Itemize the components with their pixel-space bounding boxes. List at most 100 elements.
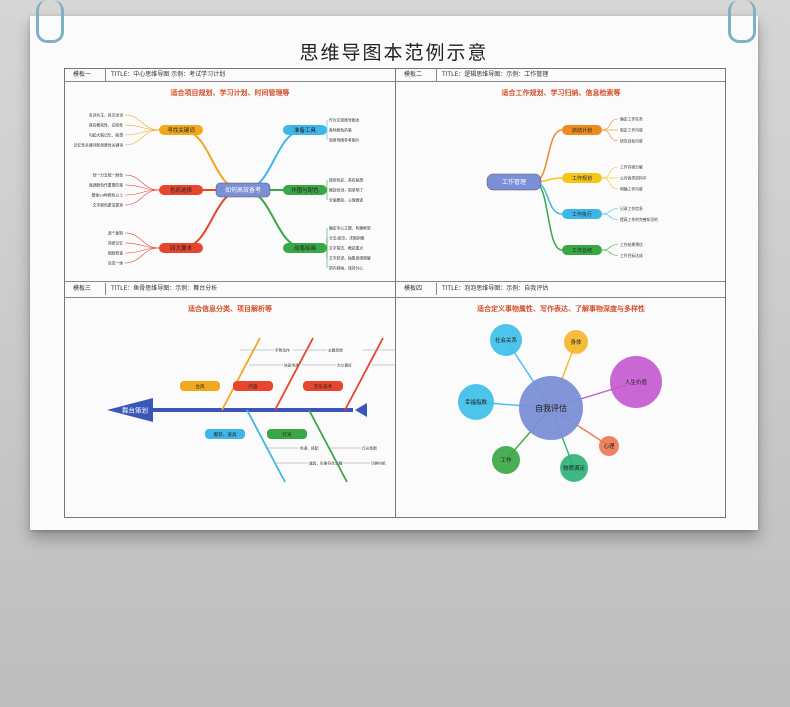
bubble-label: 物质满足: [563, 464, 586, 472]
bone-label-node: [233, 381, 273, 391]
note-text: 文字颜色更深更亮: [93, 203, 124, 208]
note-connector: [601, 249, 619, 256]
fish-bone: [221, 337, 261, 411]
note-text: 大众喜好: [337, 363, 352, 368]
branch-4-node: [159, 243, 203, 253]
bubble-svg: 社会关系身体人生价值心理物质满足工作幸福指数自我评估: [458, 324, 662, 482]
note-text: 勾起大脑记忆、联想: [89, 133, 123, 138]
note-connector: [124, 114, 160, 131]
branch-3-node: [562, 245, 602, 255]
panel-bubble: 适合定义事物属性、写作表达、了解事物深度与多样性 社会关系身体人生价值心理物质满…: [396, 298, 726, 498]
central-topic-node: [215, 182, 271, 198]
note-text: 工作结果预估: [620, 242, 643, 247]
note-text: 自成一体: [108, 261, 123, 266]
note-connector: [601, 118, 619, 131]
note-text: 作为文思维导图本: [329, 118, 360, 123]
note-connector: [601, 208, 619, 215]
note-text: 概括性词，简单明了: [329, 188, 363, 193]
fish-head: [107, 398, 153, 422]
branch-2-label: 工作执行: [572, 211, 592, 218]
note-text: 灯光氛围: [362, 446, 377, 451]
bone-label-node: [303, 381, 343, 391]
logic-mindmap-svg: 启动计划确定工作任务制定工作内容研究目标内容工作规划工作内容分解公司各类资料中明…: [486, 117, 658, 258]
branch-3-node: [283, 185, 327, 195]
note-connector: [601, 244, 619, 251]
branch-3-label: 作图与配色: [291, 186, 319, 194]
bubble-node: [560, 454, 588, 482]
bone-label-node: [267, 429, 307, 439]
panel-header-1: 模板一 TITLE：中心思维导图 示例：考试学习计划: [65, 69, 395, 81]
bubble-label: 社会关系: [495, 336, 518, 344]
note-text: 信息传递: [284, 363, 299, 368]
paper-clip-left: [36, 0, 64, 43]
bone-label: 灯光: [282, 431, 292, 438]
note-text: 道具，形象符合主题: [309, 461, 342, 466]
branch-connector: [180, 189, 244, 249]
panel-header-2: 模板二 TITLE：逻辑思维导图：示例：工作管理: [396, 69, 725, 81]
panel-subtitle: 适合信息分类、项目解析等: [188, 305, 272, 313]
panel-subtitle: 适合项目规划、学习计划、时间管理等: [170, 89, 290, 97]
note-text: 把内容画，保持分心: [329, 266, 363, 271]
note-text: 研究目标内容: [620, 139, 643, 144]
center-mindmap-svg: 寻找关键词名词为主，其次动词具有概括性、总结性勾起大脑记忆、联想记忆性关键词和创…: [74, 113, 371, 271]
note-text: 逐个复制: [108, 231, 123, 236]
note-text: 提高工作的完善知识的: [620, 217, 658, 222]
note-text: 色调、搭配: [300, 446, 319, 451]
note-text: 公司各类资料中: [620, 176, 647, 181]
note-text: 记忆性关键词和创意性关键词: [74, 143, 124, 148]
central-topic-label: 工作管理: [502, 178, 526, 186]
note-text: 记录工作信息: [620, 206, 643, 211]
bubble-node: [492, 446, 520, 474]
note-text: 强调颜色作重要的笔: [89, 183, 123, 188]
note-connector: [601, 166, 619, 179]
grid-vertical-divider: [395, 69, 396, 517]
branch-0-node: [562, 125, 602, 135]
panel-mindmap-center: 适合项目规划、学习计划、时间管理等 寻找关键词名词为主，其次动词具有概括性、总结…: [65, 82, 395, 282]
branch-5-node: [283, 243, 327, 253]
branch-connector: [533, 181, 563, 251]
bubble-label: 心理: [603, 443, 615, 450]
panel-header-3: 模板三 TITLE：鱼骨思维导图：示例：舞台分析: [65, 283, 395, 295]
branch-2-node: [159, 185, 203, 195]
bubble-label: 幸福指数: [465, 398, 488, 406]
branch-0-node: [159, 125, 203, 135]
branch-connector: [242, 129, 306, 191]
bubble-node: [490, 324, 522, 356]
fish-bone: [246, 409, 286, 483]
branch-5-label: 动笔绘画: [294, 244, 316, 252]
note-text: 同一分支统一颜色: [93, 173, 124, 178]
grid-row-divider: [65, 281, 725, 282]
note-connector: [124, 189, 160, 206]
bone-label: 内容: [248, 383, 258, 390]
fish-bone: [308, 409, 348, 483]
note-text: 主题思想: [328, 348, 343, 353]
note-text: 全面概括，心理阐述: [329, 198, 363, 203]
branch-0-label: 寻找关键词: [167, 126, 195, 134]
grid-header-line-bottom: [65, 297, 725, 298]
note-text: 切换时机: [371, 461, 386, 466]
central-bubble: [519, 376, 583, 440]
note-text: 具有概括性、总结性: [89, 123, 123, 128]
note-text: 思维导图参考图片: [329, 138, 360, 143]
bubble-node: [599, 436, 619, 456]
central-bubble-label: 自我评估: [535, 403, 567, 413]
note-connector: [601, 129, 619, 142]
fish-tail: [355, 403, 367, 417]
central-topic-node: [486, 173, 542, 191]
note-text: 分支/层次，求图则案: [329, 236, 365, 241]
note-text: 工作目标达成: [620, 253, 643, 258]
note-text: 各种颜色的笔: [329, 128, 352, 133]
fish-spine: [135, 408, 353, 412]
branch-1-node: [283, 125, 327, 135]
note-text: 工作内容分解: [620, 165, 643, 170]
branch-1-label: 准备工具: [294, 126, 317, 134]
branch-2-label: 色彩选择: [170, 186, 193, 194]
note-text: 熟悉记忆: [108, 241, 123, 246]
bubble-node: [458, 384, 494, 420]
panel-header-4: 模板四 TITLE：泡泡思维导图：示例：自我评估: [396, 283, 725, 295]
note-text: 细致检查: [108, 251, 123, 256]
branch-connector: [533, 129, 563, 183]
note-text: 确定中心主题、构建框架: [329, 226, 371, 231]
branch-2-node: [562, 209, 602, 219]
bubble-label: 身体: [570, 338, 582, 346]
